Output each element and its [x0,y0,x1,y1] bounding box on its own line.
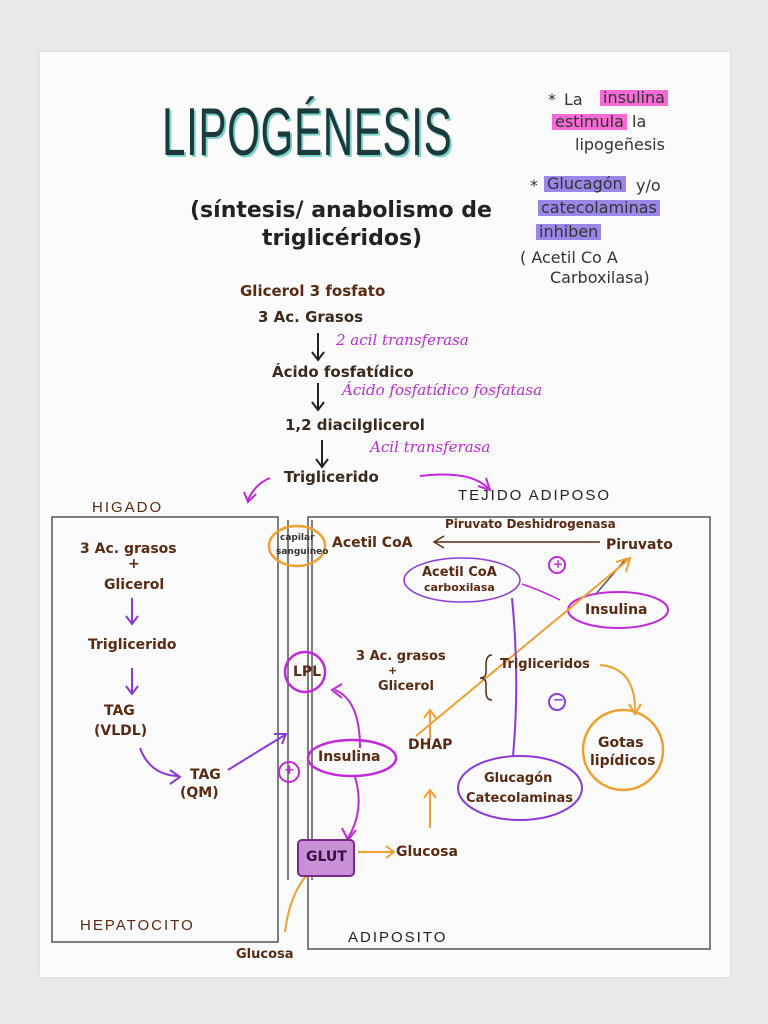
adip-plus: + [388,664,398,677]
sanguineo-text: sanguineo [276,547,329,557]
acc-label-2: carboxilasa [424,581,495,594]
higado-plus: + [128,556,140,572]
arrow-to-capillary [227,734,286,771]
adip-glicerol: Glicerol [378,679,434,694]
note2-carboxilasa: Carboxilasa) [550,268,650,287]
higado-vldl: (VLDL) [94,723,148,739]
plus-sign-right: + [553,557,564,571]
glut-box [297,839,355,877]
pathway-glicerol: Glicerol 3 fosfato [240,282,386,300]
acc-cloud [403,557,521,603]
insulina-center: Insulina [318,749,381,765]
arrow-to-adiposo [419,473,489,489]
glucagon-label: Glucagón [484,771,553,786]
adiposito-label: ADIPOSITO [348,929,448,946]
plus-sign-left: + [284,763,295,778]
glut-label: GLUT [306,849,347,865]
subtitle-line-1: (síntesis/ anabolismo de [190,198,492,223]
note1-insulina: insulina [600,90,668,106]
adip-trigliceridos: Trigliceridos [500,657,590,672]
gotas-circle [581,708,665,792]
acetil-coa: Acetil CoA [332,535,413,551]
note1-la: La [564,90,583,109]
pathway-enzyme-3: Acil transferasa [370,438,491,456]
higado-qm: (QM) [180,785,219,801]
lipidicos-label: lipídicos [590,753,656,769]
minus-sign: − [553,693,564,708]
page-title: LIPOGÉNESIS [162,94,453,170]
pathway-diacilglicerol: 1,2 diacilglicerol [285,416,425,434]
glucosa-outside: Glucosa [236,947,294,962]
pdh-label: Piruvato Deshidrogenasa [445,517,616,531]
note2-glucagon: Glucagón [544,176,626,192]
plus-circle-right [548,556,566,574]
note2-inhiben: inhiben [536,224,602,240]
note1-estimula: estimula [552,114,627,130]
plus-circle-left [278,761,300,783]
insulina-center-oval [306,738,398,778]
higado-tag2: TAG [190,767,221,783]
higado-label: HIGADO [92,499,164,516]
adipocyte-box [307,516,711,950]
note2-star: * [530,176,538,195]
glucagon-oval [457,755,583,821]
piruvato: Piruvato [606,537,673,553]
pathway-triglicerido: Triglicerido [284,468,379,486]
note1-star: * [548,90,556,109]
note2-catecolaminas: catecolaminas [538,200,660,216]
pathway-acgrasos: 3 Ac. Grasos [258,308,364,326]
tejido-adiposo-label: TEJIDO ADIPOSO [458,487,612,504]
pathway-acido: Ácido fosfatídico [272,363,414,381]
subtitle-line-2: triglicéridos) [262,226,423,251]
higado-glicerol: Glicerol [104,577,165,593]
acc-label-1: Acetil CoA [422,565,497,580]
dhap-to-piruvato [415,559,629,737]
higado-triglicerido: Triglicerido [88,637,177,653]
higado-tag: TAG [104,703,135,719]
lpl-circle [283,650,327,694]
pathway-enzyme-2: Ácido fosfatídico fosfatasa [342,381,543,399]
glucosa-inside: Glucosa [396,844,458,860]
minus-circle [548,693,566,711]
gotas-label: Gotas [598,735,644,751]
insulina-right: Insulina [585,602,648,618]
pathway-enzyme-1: 2 acil transferasa [336,331,469,349]
hig-arrow-3 [139,747,179,777]
note2-yo: y/o [636,176,661,195]
capilar-text: capilar [280,533,315,543]
dhap-label: DHAP [408,737,453,753]
higado-acgrasos: 3 Ac. grasos [80,541,177,557]
lpl-label: LPL [293,664,322,680]
note2-acetil: ( Acetil Co A [520,248,618,267]
capillary-circle [267,524,327,568]
note1-la2: la [632,112,647,131]
note1-lipogenesis: lipogeñesis [575,135,665,154]
catecolaminas-label: Catecolaminas [466,791,573,806]
hepatocyte-box [51,516,279,943]
adip-acgrasos: 3 Ac. grasos [356,649,446,664]
arrow-to-higado [247,477,271,501]
hepatocito-label: HEPATOCITO [80,917,195,934]
